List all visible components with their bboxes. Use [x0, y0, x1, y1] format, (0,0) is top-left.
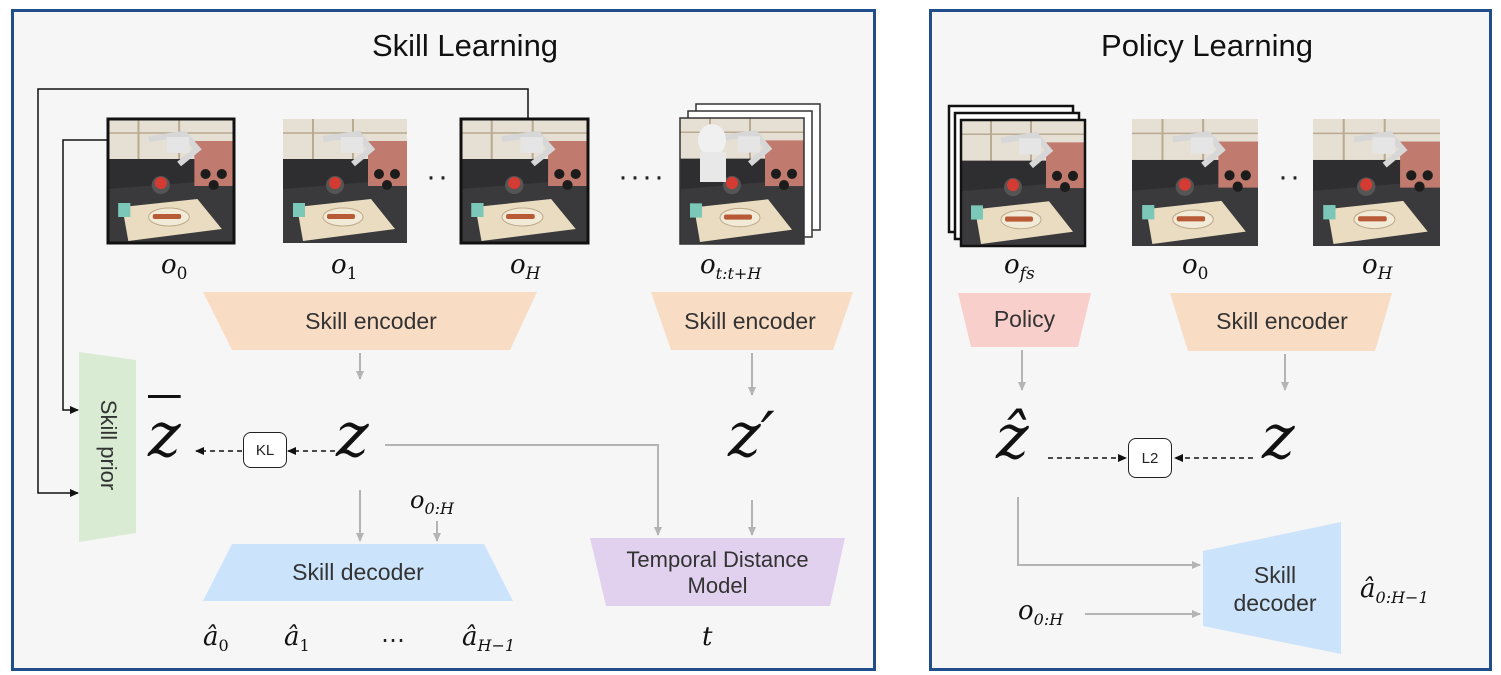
skill-decoder-shape	[203, 544, 513, 601]
action-ellipsis: ⋯	[381, 627, 405, 654]
action-a0: â0	[203, 622, 229, 656]
temporal-distance-model: Temporal Distance Model	[626, 546, 809, 598]
obs-label-o1: o1	[331, 250, 358, 285]
obs-label-o0: o0	[161, 250, 188, 285]
obs-stack-ot	[679, 103, 821, 245]
skill-learning-title: Skill Learning	[371, 28, 559, 63]
obs-label-policy-o0: o0	[1182, 250, 1209, 285]
l2-box: L2	[1128, 438, 1172, 478]
obs-frame-policy-oH	[1313, 119, 1440, 246]
prior-input-line-oH	[37, 88, 529, 497]
zbar-symbol: z	[148, 398, 181, 471]
zprime-symbol: z′	[728, 398, 775, 471]
obs-range-label: o0:H	[410, 486, 454, 518]
skill-encoder-right: Skill encoder	[684, 308, 816, 335]
obs-label-oH: oH	[510, 250, 541, 285]
obs-frame-oH	[459, 117, 590, 245]
skill-decoder: Skill decoder	[292, 559, 424, 586]
action-aH-1: âH−1	[462, 622, 516, 656]
skill-encoder-left: Skill encoder	[305, 308, 437, 335]
policy-skill-decoder: Skill decoder	[1215, 552, 1335, 628]
policy-module: Policy	[993, 306, 1056, 333]
policy-skill-decoder-shape	[1203, 522, 1341, 654]
temporal-model-shape	[590, 538, 845, 606]
skill-prior-shape	[79, 352, 136, 542]
obs-frame-o0	[106, 117, 236, 245]
kl-box: KL	[243, 432, 287, 468]
action-a1: â1	[284, 622, 310, 656]
decoder-line-2: decoder	[1233, 590, 1317, 616]
ellipsis-2: ····	[618, 160, 666, 193]
policy-ellipsis: ··	[1278, 160, 1302, 193]
z-to-temporal-arrow	[385, 444, 662, 536]
z-symbol: z	[336, 398, 369, 471]
zhat-symbol: ẑ	[996, 400, 1029, 473]
z-policy-symbol: z	[1262, 400, 1295, 473]
obs-frame-policy-o0	[1132, 119, 1258, 246]
policy-shape	[958, 293, 1091, 347]
skill-encoder-right-shape	[651, 292, 853, 350]
t-label: t	[702, 622, 713, 652]
policy-skill-encoder-shape	[1170, 293, 1392, 351]
obs-label-ot: ot:t+H	[700, 250, 762, 284]
policy-obs-range-label: o0:H	[1018, 596, 1064, 630]
policy-action-output: â0:H−1	[1360, 574, 1429, 608]
ellipsis-1: ··	[426, 160, 450, 193]
skill-encoder-left-shape	[203, 292, 537, 350]
policy-learning-title: Policy Learning	[1101, 28, 1313, 63]
skill-prior: Skill prior	[96, 399, 122, 491]
prior-input-line-o0	[62, 139, 108, 414]
obs-label-policy-oH: oH	[1362, 250, 1393, 285]
zhat-to-decoder-arrow	[1017, 497, 1201, 569]
policy-skill-encoder: Skill encoder	[1216, 308, 1348, 335]
obs-frame-o1	[283, 119, 407, 243]
decoder-line-1: Skill	[1253, 562, 1297, 589]
obs-label-ofs: ofs	[1004, 250, 1035, 285]
obs-stack-ofs	[947, 104, 1087, 248]
